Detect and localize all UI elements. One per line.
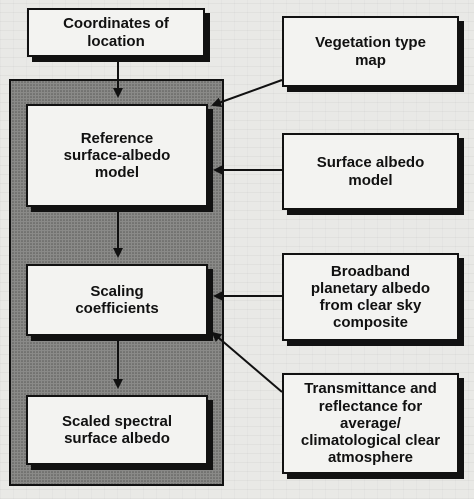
box-line: composite <box>332 314 408 332</box>
box-line: Scaled spectral <box>61 412 173 430</box>
box-line: from clear sky <box>319 297 422 314</box>
box-line: model <box>94 164 140 182</box>
arrow-vegetation-to-reference <box>211 79 283 107</box>
box-line: Surface albedo <box>316 154 425 172</box>
box-line: Transmittance and <box>304 380 437 398</box>
scaled-spectral-surface-albedo-box: Scaled spectral surface albedo <box>26 395 208 465</box>
box-line: atmosphere <box>327 449 413 467</box>
box-line: coefficients <box>75 300 159 317</box>
box-line: planetary albedo <box>310 279 431 297</box>
box-line: surface-albedo <box>63 146 171 164</box>
reference-surface-albedo-model-box: Reference surface-albedo model <box>26 104 208 207</box>
broadband-planetary-albedo-box: Broadband planetary albedo from clear sk… <box>282 253 459 341</box>
box-line: model <box>348 171 393 189</box>
surface-albedo-model-box: Surface albedo model <box>282 133 459 210</box>
arrow-transmittance-to-scaling <box>211 331 283 393</box>
vegetation-type-map-box: Vegetation type map <box>282 16 459 87</box>
box-line: climatological clear <box>300 432 441 450</box>
box-line: Vegetation type <box>315 34 426 52</box>
transmittance-reflectance-box: Transmittance and reflectance for averag… <box>282 373 459 474</box>
coordinates-of-location-box: Coordinates of location <box>27 8 205 57</box>
box-line: reflectance for <box>318 397 423 415</box>
box-line: Reference <box>80 129 154 147</box>
box-line: surface albedo <box>64 430 170 447</box>
box-line: map <box>355 51 386 69</box>
scaling-coefficients-box: Scaling coefficients <box>26 264 208 336</box>
box-line: Coordinates of <box>63 15 169 33</box>
box-line: Broadband <box>330 262 411 280</box>
box-line: location <box>87 32 145 50</box>
box-line: average/ <box>340 414 401 432</box>
box-line: Scaling <box>90 282 144 300</box>
